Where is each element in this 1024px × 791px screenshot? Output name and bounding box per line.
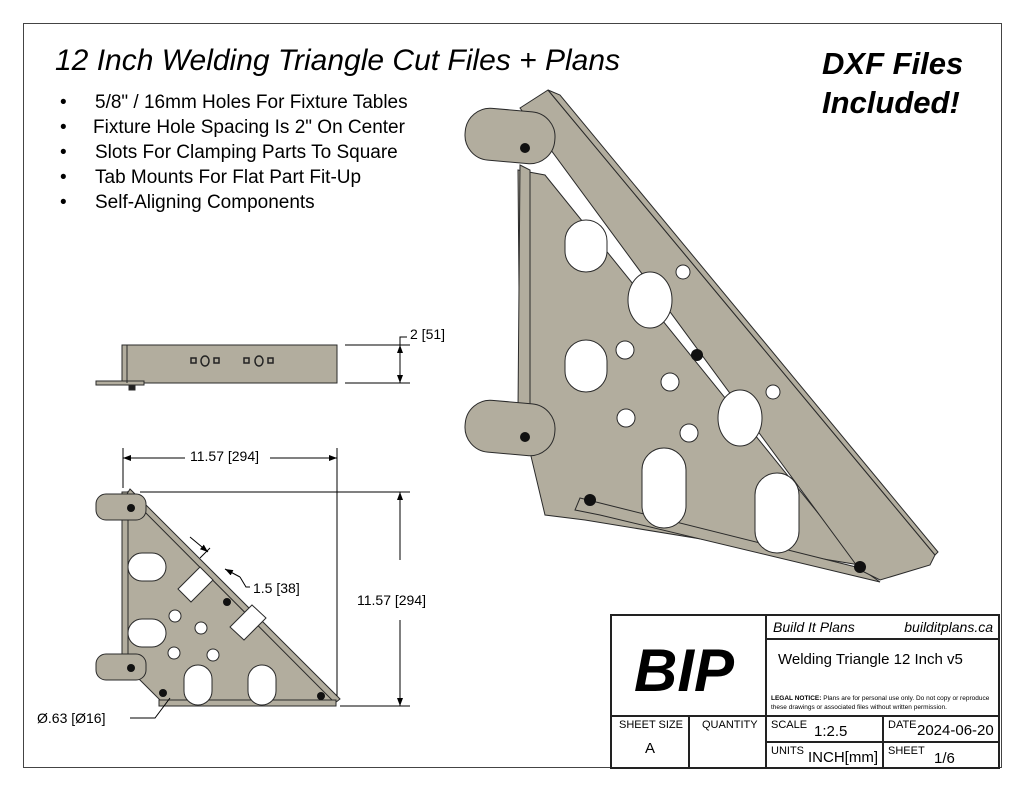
feature-item: 5/8" / 16mm Holes For Fixture Tables [50, 90, 408, 115]
scale-cell: SCALE 1:2.5 [766, 716, 883, 742]
sheet-border [23, 23, 1002, 768]
hole-dimension: Ø.63 [Ø16] [37, 710, 106, 726]
dimension-lines [122, 336, 410, 719]
company-cell: Build It Plans builditplans.ca [766, 615, 999, 639]
sheet-title: 12 Inch Welding Triangle Cut Files + Pla… [55, 44, 621, 77]
rib-dimension: 1.5 [38] [253, 580, 300, 596]
vertical-dimension: 11.57 [294] [357, 592, 427, 608]
sheet-cell: SHEET 1/6 [883, 742, 999, 768]
units-cell: UNITS INCH[mm] [766, 742, 883, 768]
units-label: UNITS [771, 745, 804, 757]
width-dimension: 11.57 [294] [190, 448, 260, 464]
legal-label: LEGAL NOTICE: [771, 695, 822, 702]
dxf-line-1: DXF Files [822, 46, 964, 81]
website: builditplans.ca [904, 619, 993, 635]
units-value: INCH[mm] [808, 749, 878, 766]
front-view [95, 488, 341, 707]
part-cell: Welding Triangle 12 Inch v5 LEGAL NOTICE… [766, 639, 999, 716]
title-block: BIP Build It Plans builditplans.ca Weldi… [610, 614, 1000, 769]
dxf-line-2: Included! [822, 85, 960, 120]
scale-label: SCALE [771, 719, 808, 731]
date-label: DATE [888, 719, 917, 731]
feature-list: 5/8" / 16mm Holes For Fixture Tables Fix… [50, 90, 408, 215]
feature-item: Tab Mounts For Flat Part Fit-Up [50, 165, 408, 190]
part-name: Welding Triangle 12 Inch v5 [778, 651, 963, 668]
scale-value: 1:2.5 [814, 723, 848, 740]
sheet-size-cell: SHEET SIZE A [611, 716, 689, 768]
date-cell: DATE 2024-06-20 [883, 716, 999, 742]
logo-cell: BIP [611, 615, 766, 716]
sheet-size-label: SHEET SIZE [619, 719, 683, 731]
legal-text: Plans are for personal use only. Do not … [771, 695, 990, 711]
feature-item: Self-Aligning Components [50, 190, 408, 215]
feature-item: Fixture Hole Spacing Is 2" On Center [50, 115, 408, 140]
sheet-label: SHEET [888, 745, 925, 757]
isometric-view [464, 89, 939, 583]
quantity-label: QUANTITY [702, 719, 758, 731]
feature-item: Slots For Clamping Parts To Square [50, 140, 408, 165]
sheet-value: 1/6 [934, 750, 955, 767]
date-value: 2024-06-20 [917, 722, 994, 739]
logo: BIP [634, 637, 735, 704]
company-name: Build It Plans [773, 619, 855, 635]
quantity-cell: QUANTITY [689, 716, 766, 768]
sheet-size-value: A [645, 740, 656, 757]
top-view [95, 344, 338, 391]
legal-notice: LEGAL NOTICE: Plans are for personal use… [771, 694, 997, 712]
height-dimension: 2 [51] [410, 326, 446, 342]
